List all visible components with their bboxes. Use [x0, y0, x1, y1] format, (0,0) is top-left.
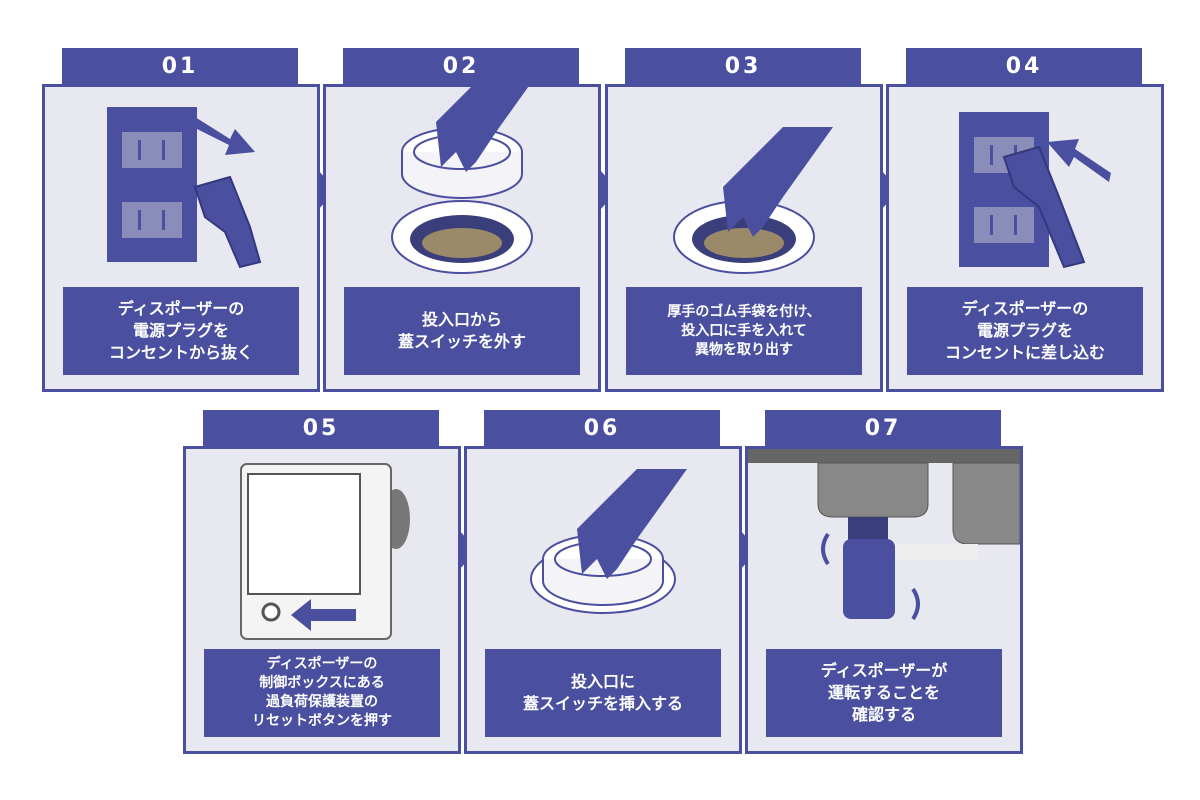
step-number: 04 [906, 48, 1142, 84]
reset-button-icon [261, 602, 281, 622]
step-05: 05 ディスポーザーの 制御ボックスにある 過負荷保護装置の リセットボタンを押… [183, 410, 461, 754]
step-caption: ディスポーザーの 電源プラグを コンセントから抜く [63, 287, 299, 375]
step-01: 01 ディスポーザーの 電源プラグを コンセントから抜く [42, 48, 320, 392]
arrow-out-icon [193, 117, 255, 155]
step-06: 06 投入口に 蓋スイッチを挿入する [464, 410, 742, 754]
remove-debris-illustration [673, 127, 833, 274]
step-number: 03 [625, 48, 861, 84]
plug-in-illustration [959, 112, 1111, 269]
arrow-in-icon [1047, 139, 1111, 182]
step-caption: 投入口に 蓋スイッチを挿入する [485, 649, 721, 737]
step-caption: 厚手のゴム手袋を付け、 投入口に手を入れて 異物を取り出す [626, 287, 862, 375]
step-caption: 投入口から 蓋スイッチを外す [344, 287, 580, 375]
disposer-icon [843, 539, 895, 619]
step-caption: ディスポーザーの 制御ボックスにある 過負荷保護装置の リセットボタンを押す [204, 649, 440, 737]
arrow-icon [291, 599, 356, 631]
step-number: 06 [484, 410, 720, 446]
step-panel: 厚手のゴム手袋を付け、 投入口に手を入れて 異物を取り出す [605, 84, 883, 392]
insert-lid-illustration [530, 469, 687, 614]
step-02: 02 投入口から 蓋スイッチを外す [323, 48, 601, 392]
control-box-illustration [240, 463, 410, 640]
step-number: 01 [62, 48, 298, 84]
step-panel: 投入口に 蓋スイッチを挿入する [464, 446, 742, 754]
disposer-running-illustration [748, 449, 1020, 621]
step-panel: ディスポーザーが 運転することを 確認する [745, 446, 1023, 754]
step-caption: ディスポーザーの 電源プラグを コンセントに差し込む [907, 287, 1143, 375]
unplug-illustration [107, 107, 262, 269]
step-panel: ディスポーザーの 電源プラグを コンセントに差し込む [886, 84, 1164, 392]
step-caption: ディスポーザーが 運転することを 確認する [766, 649, 1002, 737]
step-panel: 投入口から 蓋スイッチを外す [323, 84, 601, 392]
step-04: 04 ディスポーザーの 電源プラグを コンセントに差し込む [886, 48, 1164, 392]
plug-icon [193, 175, 262, 269]
step-panel: ディスポーザーの 制御ボックスにある 過負荷保護装置の リセットボタンを押す [183, 446, 461, 754]
step-number: 07 [765, 410, 1001, 446]
step-number: 02 [343, 48, 579, 84]
step-panel: ディスポーザーの 電源プラグを コンセントから抜く [42, 84, 320, 392]
remove-lid-illustration [391, 87, 546, 274]
step-07: 07 ディスポーザーが 運転することを 確認する [745, 410, 1023, 754]
step-number: 05 [203, 410, 439, 446]
plug-icon [1002, 145, 1086, 269]
step-03: 03 厚手のゴム手袋を付け、 投入口に手を入れて 異物を取り出す [605, 48, 883, 392]
